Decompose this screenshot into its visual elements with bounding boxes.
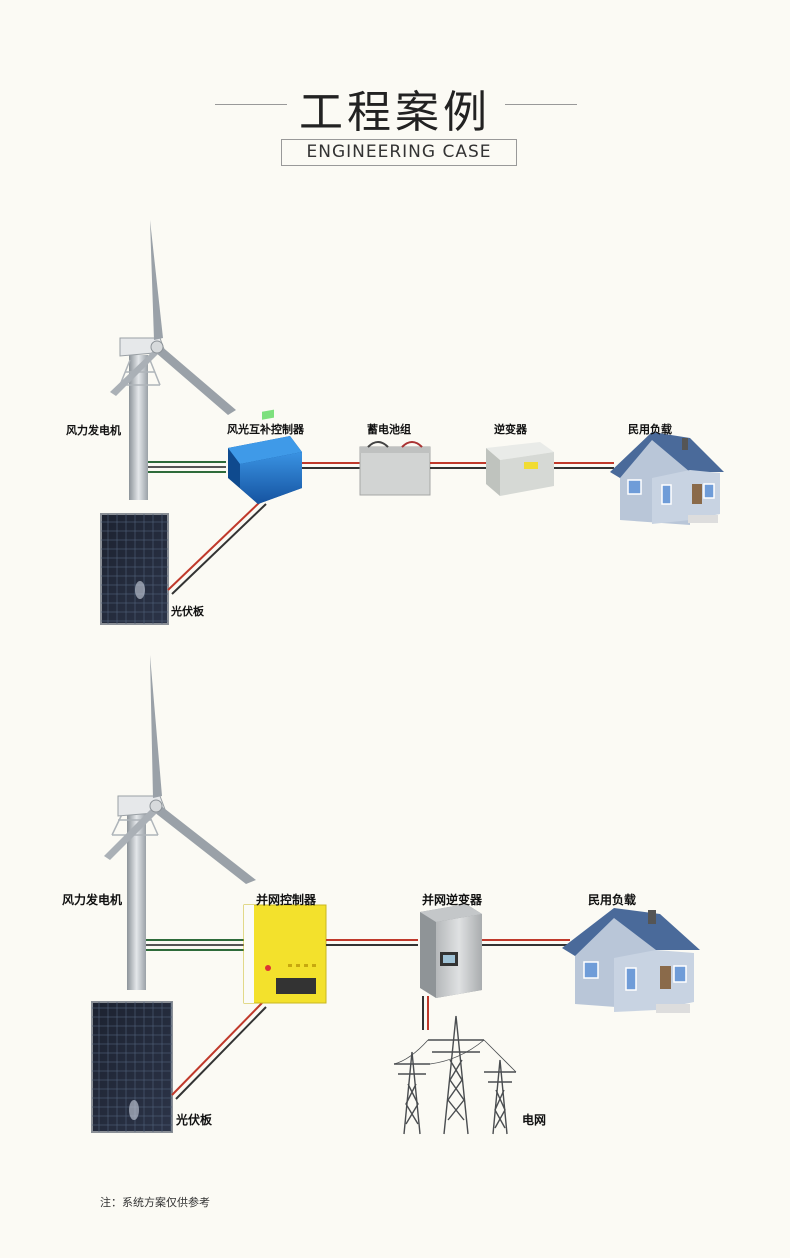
page-subtitle: ENGINEERING CASE <box>281 139 517 166</box>
label-residential-load-2: 民用负载 <box>588 893 637 907</box>
diagram-2 <box>91 655 700 1135</box>
solar-panel-1-icon <box>100 513 169 625</box>
grid-inverter-icon <box>420 904 482 998</box>
label-power-grid: 电网 <box>522 1113 547 1127</box>
hybrid-controller-icon <box>228 409 302 504</box>
wire-wind-controller-1 <box>148 461 226 473</box>
label-solar-panel-2: 光伏板 <box>176 1113 213 1127</box>
wind-turbine-2-icon <box>104 655 256 990</box>
wire-inverter-load-1 <box>554 462 614 469</box>
solar-panel-2-icon <box>91 1001 173 1133</box>
inverter-icon <box>486 442 554 496</box>
wire-solar-controller-1 <box>167 499 267 595</box>
title-left-line <box>215 104 287 105</box>
wire-inverter-grid-2 <box>422 996 429 1030</box>
wire-inverter-load-2 <box>482 939 570 946</box>
label-wind-turbine-2: 风力发电机 <box>62 893 123 907</box>
label-grid-inverter: 并网逆变器 <box>422 893 483 907</box>
diagram-1 <box>100 220 724 625</box>
title-right-line <box>505 104 577 105</box>
wire-controller-battery-1 <box>302 462 360 469</box>
label-hybrid-controller: 风光互补控制器 <box>227 423 304 436</box>
label-residential-load-1: 民用负载 <box>628 423 672 436</box>
wire-solar-controller-2 <box>171 1002 267 1100</box>
label-grid-controller: 并网控制器 <box>256 893 317 907</box>
label-battery-bank: 蓄电池组 <box>367 423 411 436</box>
wire-controller-inverter-2 <box>326 939 418 946</box>
label-solar-panel-1: 光伏板 <box>171 605 204 618</box>
page-title: 工程案例 <box>299 87 491 138</box>
label-inverter: 逆变器 <box>494 423 527 436</box>
battery-bank-icon <box>359 441 431 496</box>
wire-battery-inverter-1 <box>430 462 486 469</box>
label-wind-turbine-1: 风力发电机 <box>66 424 121 437</box>
house-1-icon <box>610 432 724 525</box>
wire-wind-controller-2 <box>146 939 244 951</box>
grid-controller-icon <box>243 904 327 1004</box>
footer-note: 注：系统方案仅供参考 <box>100 1196 210 1209</box>
house-2-icon <box>562 908 700 1013</box>
power-grid-towers-icon <box>393 1015 517 1135</box>
wind-turbine-1-icon <box>110 220 236 500</box>
